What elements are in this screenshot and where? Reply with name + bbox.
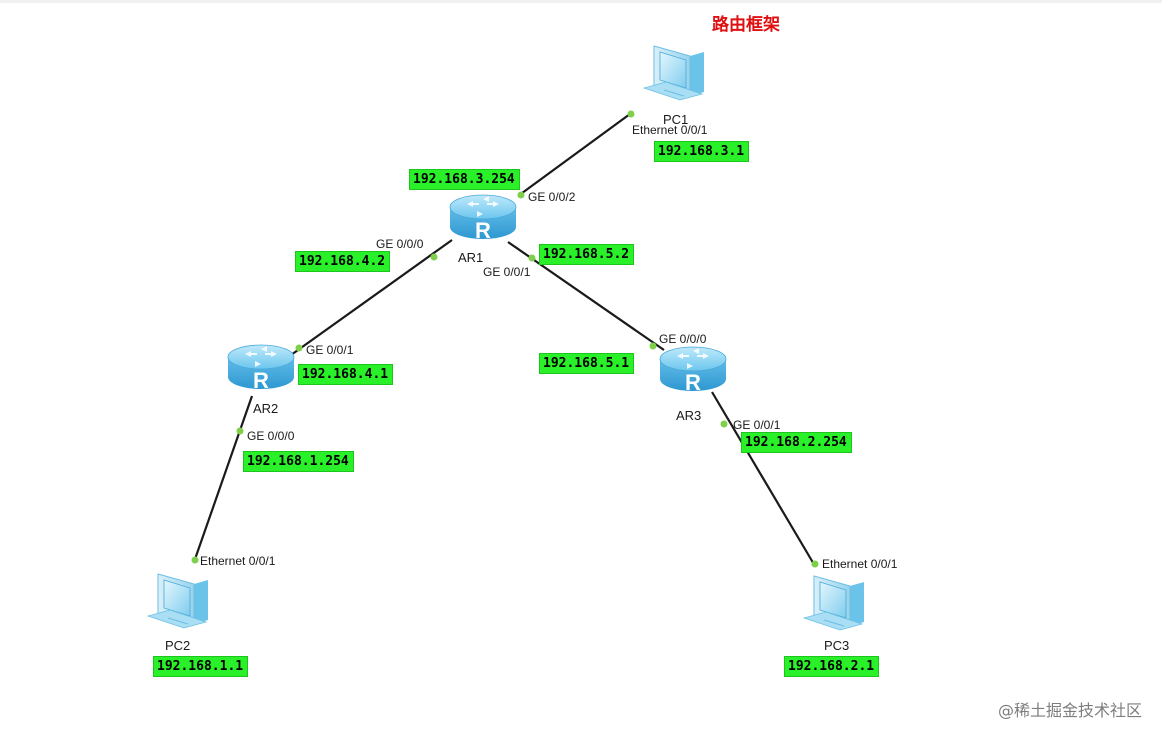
pc2-label: PC2 <box>165 638 191 653</box>
ar2-ge000-ip-tag: 192.168.1.254 <box>243 451 354 472</box>
port-dot <box>191 556 199 564</box>
port-dot <box>528 254 536 262</box>
router-icon[interactable]: R <box>659 346 727 395</box>
router-icon[interactable]: R <box>227 344 295 393</box>
ar1-ge001-ip-tag: 192.168.5.2 <box>539 244 635 265</box>
link-ar2-pc2 <box>192 395 254 563</box>
diagram-title: 路由框架 <box>712 15 780 35</box>
link-ar1-pc1 <box>517 113 631 197</box>
port-dot <box>811 560 819 568</box>
pc2-port-label: Ethernet 0/0/1 <box>200 554 276 568</box>
pc3-ip-tag: 192.168.2.1 <box>784 656 880 677</box>
port-dot <box>517 191 525 199</box>
pc1-port-label: Ethernet 0/0/1 <box>632 123 708 137</box>
ar3-label: AR3 <box>676 408 702 423</box>
ar1-ge001-label: GE 0/0/1 <box>483 265 531 279</box>
port-dot <box>236 427 244 435</box>
link-ar1-ar2 <box>290 239 453 356</box>
pc2-ip-tag: 192.168.1.1 <box>153 656 249 677</box>
ar3-ge001-label: GE 0/0/1 <box>733 418 781 432</box>
pc3-label: PC3 <box>824 638 850 653</box>
ar1-ge002-ip-tag: 192.168.3.254 <box>409 169 520 190</box>
svg-text:R: R <box>685 370 701 395</box>
pc1-label: PC1 <box>663 112 689 127</box>
pc-icon[interactable] <box>146 573 208 629</box>
router-icon[interactable]: R <box>449 194 517 243</box>
ar1-label: AR1 <box>458 250 484 265</box>
port-dot <box>430 253 438 261</box>
ar1-ge002-label: GE 0/0/2 <box>528 190 576 204</box>
port-dot <box>649 342 657 350</box>
svg-text:R: R <box>475 218 491 243</box>
ar2-ge000-label: GE 0/0/0 <box>247 429 295 443</box>
pc1-ip-tag: 192.168.3.1 <box>654 141 750 162</box>
ar2-ge001-ip-tag: 192.168.4.1 <box>298 364 394 385</box>
pc-icon[interactable] <box>642 45 704 101</box>
pc-icon[interactable] <box>802 575 864 631</box>
ar2-ge001-label: GE 0/0/1 <box>306 343 354 357</box>
port-dot <box>627 110 635 118</box>
ar3-ge000-label: GE 0/0/0 <box>659 332 707 346</box>
ar3-ge001-ip-tag: 192.168.2.254 <box>741 432 852 453</box>
port-dot <box>295 344 303 352</box>
link-ar3-pc3 <box>711 391 816 567</box>
ar1-ge000-label: GE 0/0/0 <box>376 237 424 251</box>
port-dot <box>720 420 728 428</box>
watermark-text: @稀土掘金技术社区 <box>997 701 1142 720</box>
ar1-ge000-ip-tag: 192.168.4.2 <box>295 251 391 272</box>
pc3-port-label: Ethernet 0/0/1 <box>822 557 898 571</box>
ar2-label: AR2 <box>253 401 279 416</box>
top-border <box>0 0 1162 3</box>
ar3-ge000-ip-tag: 192.168.5.1 <box>539 353 635 374</box>
svg-text:R: R <box>253 368 269 393</box>
